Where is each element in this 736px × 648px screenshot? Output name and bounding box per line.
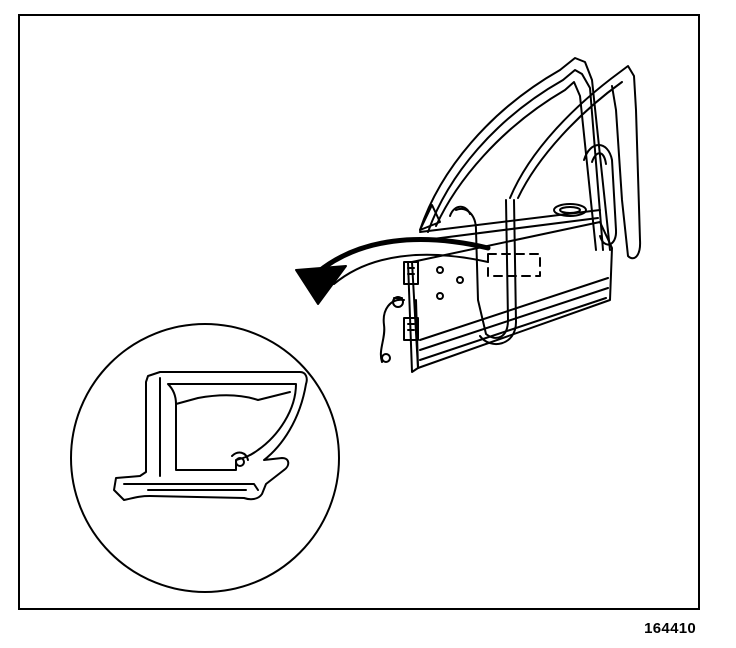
weatherstrip-upper <box>509 65 642 260</box>
lower-hinge <box>403 317 419 341</box>
weatherstrip-cross-section <box>113 371 308 501</box>
door-assembly <box>379 57 613 373</box>
cross-section-callout-circle <box>70 323 340 593</box>
weatherstrip <box>449 65 642 345</box>
figure-number: 164410 <box>644 620 696 637</box>
upper-hinge <box>403 261 419 285</box>
wiring-harness <box>379 298 405 363</box>
callout-arrow <box>295 237 491 305</box>
door-outer-panel <box>411 221 613 369</box>
door-window-frame <box>419 57 611 251</box>
door-handle <box>553 203 587 217</box>
diagram-frame <box>18 14 700 610</box>
section-detail-box <box>487 253 541 277</box>
